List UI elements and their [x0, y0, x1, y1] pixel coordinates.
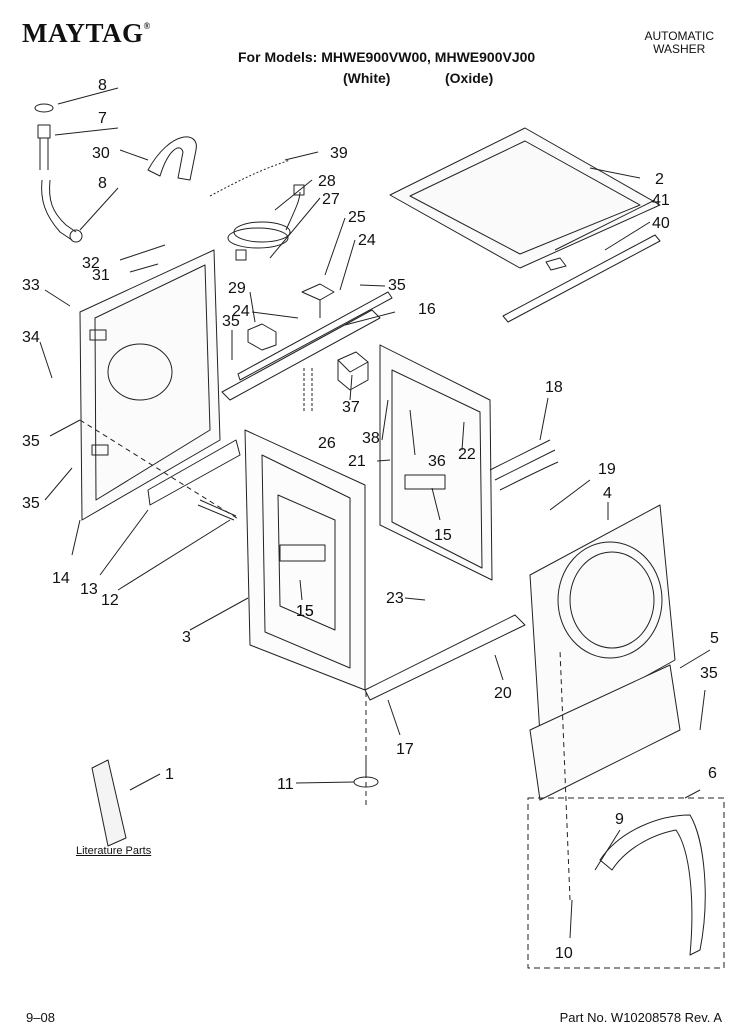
- callout-35: 35: [388, 277, 406, 294]
- callout-22: 22: [458, 446, 476, 463]
- callout-13: 13: [80, 581, 98, 598]
- brand-name: MAYTAG: [22, 18, 144, 48]
- callout-18: 18: [545, 379, 563, 396]
- callout-8: 8: [98, 77, 107, 94]
- callout-4: 4: [603, 485, 612, 502]
- product-category: AUTOMATIC WASHER: [644, 30, 714, 56]
- rail-12: [197, 499, 237, 521]
- models-title: For Models: MHWE900VW00, MHWE900VJ00: [238, 49, 536, 65]
- door-trim-box: [527, 797, 725, 969]
- callout-35: 35: [700, 665, 718, 682]
- callout-29: 29: [228, 280, 246, 297]
- callout-38: 38: [362, 430, 380, 447]
- callout-31: 31: [92, 267, 110, 284]
- callout-28: 28: [318, 173, 336, 190]
- literature-booklet: [91, 759, 127, 847]
- callout-1: 1: [165, 766, 174, 783]
- callout-33: 33: [22, 277, 40, 294]
- callout-26: 26: [318, 435, 336, 452]
- callout-19: 19: [598, 461, 616, 478]
- door-trim: [599, 814, 706, 956]
- callout-39: 39: [330, 145, 348, 162]
- component-37: [337, 351, 369, 391]
- callout-5: 5: [710, 630, 719, 647]
- callout-16: 16: [418, 301, 436, 318]
- harness-18: [489, 439, 559, 491]
- wire-39: [209, 159, 291, 197]
- callout-24: 24: [358, 232, 376, 249]
- callout-11: 11: [277, 776, 294, 793]
- category-line-2: WASHER: [653, 42, 706, 56]
- harness-28: [227, 184, 305, 261]
- callout-30: 30: [92, 145, 110, 162]
- brand-logo: MAYTAG®: [22, 18, 151, 49]
- drain-hose: [303, 368, 313, 412]
- right-side-panel: [379, 344, 493, 581]
- variant-white: (White): [343, 70, 391, 86]
- callout-35: 35: [22, 433, 40, 450]
- category-line-1: AUTOMATIC: [644, 29, 714, 43]
- footer-date: 9–08: [26, 1010, 55, 1025]
- top-frame: [221, 291, 393, 401]
- callout-14: 14: [52, 570, 70, 587]
- callout-17: 17: [396, 741, 414, 758]
- rear-panel: [79, 249, 221, 521]
- callout-3: 3: [182, 629, 191, 646]
- registered-mark: ®: [143, 21, 151, 31]
- callout-25: 25: [348, 209, 366, 226]
- callout-23: 23: [386, 590, 404, 607]
- inlet-hose-group: [34, 103, 83, 243]
- callout-37: 37: [342, 399, 360, 416]
- hose-clamp-30: [147, 136, 197, 181]
- toe-panel: [529, 664, 681, 801]
- callout-24: 24: [232, 303, 250, 320]
- callout-15: 15: [296, 603, 314, 620]
- callout-36: 36: [428, 453, 446, 470]
- callout-12: 12: [101, 592, 119, 609]
- callout-2: 2: [655, 171, 664, 188]
- callout-15: 15: [434, 527, 452, 544]
- footer-part-number: Part No. W10208578 Rev. A: [559, 1010, 722, 1025]
- callout-7: 7: [98, 110, 107, 127]
- valve-assembly: [301, 283, 335, 318]
- callout-6: 6: [708, 765, 717, 782]
- literature-parts-label: Literature Parts: [76, 845, 152, 857]
- callout-34: 34: [22, 329, 40, 346]
- callout-9: 9: [615, 811, 624, 828]
- callout-15: 15: [296, 603, 314, 620]
- callout-32: 32: [82, 255, 100, 272]
- callout-35: 35: [22, 495, 40, 512]
- top-cover: [389, 127, 661, 269]
- callout-35: 35: [222, 313, 240, 330]
- clip-41: [545, 257, 567, 271]
- callout-10: 10: [555, 945, 573, 962]
- base-rail: [147, 439, 241, 506]
- left-side-panel: [244, 429, 366, 691]
- base-frame: [364, 614, 526, 701]
- callout-21: 21: [348, 453, 366, 470]
- variant-oxide: (Oxide): [445, 70, 494, 86]
- callout-8: 8: [98, 175, 107, 192]
- top-strip: [502, 234, 661, 323]
- callout-40: 40: [652, 215, 670, 232]
- callout-20: 20: [494, 685, 512, 702]
- callout-41: 41: [652, 192, 670, 209]
- front-panel: [529, 504, 676, 736]
- callout-27: 27: [322, 191, 340, 208]
- bracket-29: [247, 323, 277, 351]
- leader-lines: [39, 87, 711, 939]
